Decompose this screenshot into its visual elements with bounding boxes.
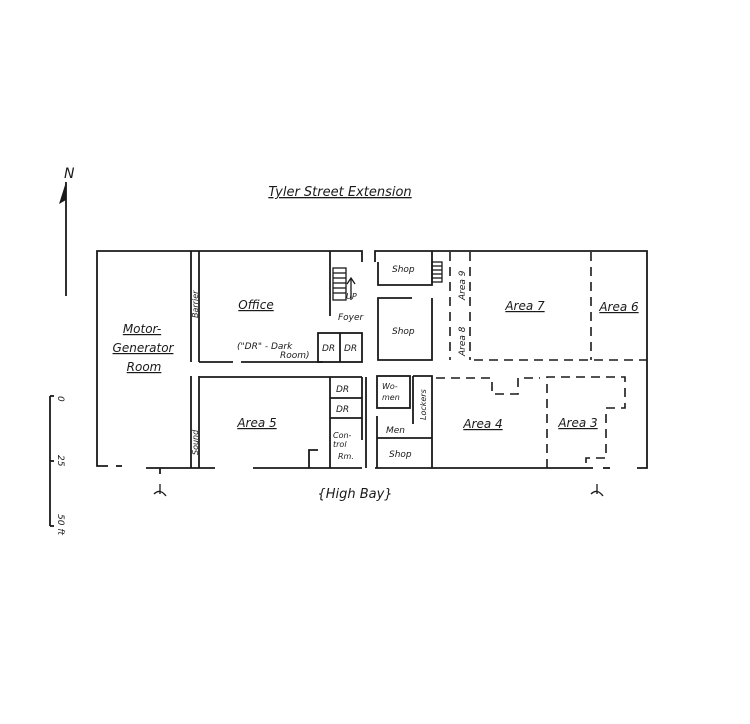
area-3-label: Area 3 <box>557 416 597 430</box>
dr-label: DR <box>336 405 349 415</box>
women-label-1: Wo- <box>382 382 398 391</box>
motor-generator-label-1: Motor- <box>123 322 161 336</box>
control-room-label-3: Rm. <box>338 452 354 461</box>
women-label-2: men <box>382 393 400 402</box>
walls <box>96 250 648 474</box>
up-label: UP <box>346 292 357 301</box>
stairs-icon <box>332 261 443 301</box>
motor-generator-label-3: Room <box>127 360 162 374</box>
high-bay-label: {High Bay} <box>317 487 392 502</box>
lockers-label: Lockers <box>419 389 428 420</box>
dr-label: DR <box>336 385 349 395</box>
dashed-partitions <box>436 252 647 468</box>
dark-room-note-1: ("DR" - Dark <box>237 342 293 352</box>
control-room-label-1: Con- <box>333 431 352 440</box>
area-6-label: Area 6 <box>598 300 639 314</box>
shop-label: Shop <box>389 450 412 460</box>
area-9-label: Area 9 <box>458 270 468 301</box>
north-arrow-icon <box>59 182 67 296</box>
office-label: Office <box>238 298 273 312</box>
foyer-label: Foyer <box>338 313 365 323</box>
area-4-label: Area 4 <box>462 417 502 431</box>
men-label: Men <box>386 426 405 436</box>
barrier-label: Barrier <box>191 290 200 318</box>
dr-label: DR <box>322 344 335 354</box>
scale-label-50: 50 ft <box>55 514 65 535</box>
scale-bar <box>49 395 54 527</box>
control-room-label-2: trol <box>333 440 347 449</box>
plan-title: Tyler Street Extension <box>268 185 411 200</box>
scale-label-25: 25 <box>55 455 65 467</box>
area-8-label: Area 8 <box>458 326 468 357</box>
dr-label: DR <box>344 344 357 354</box>
scale-label-0: 0 <box>55 396 65 402</box>
area-5-label: Area 5 <box>236 416 276 430</box>
motor-generator-label-2: Generator <box>113 341 175 355</box>
shop-label: Shop <box>392 327 415 337</box>
area-7-label: Area 7 <box>504 299 545 313</box>
column-marker-icon <box>153 484 604 497</box>
sound-label: Sound <box>191 429 200 455</box>
north-label: N <box>64 166 75 182</box>
dark-room-note-2: Room) <box>280 351 310 361</box>
shop-label: Shop <box>392 265 415 275</box>
